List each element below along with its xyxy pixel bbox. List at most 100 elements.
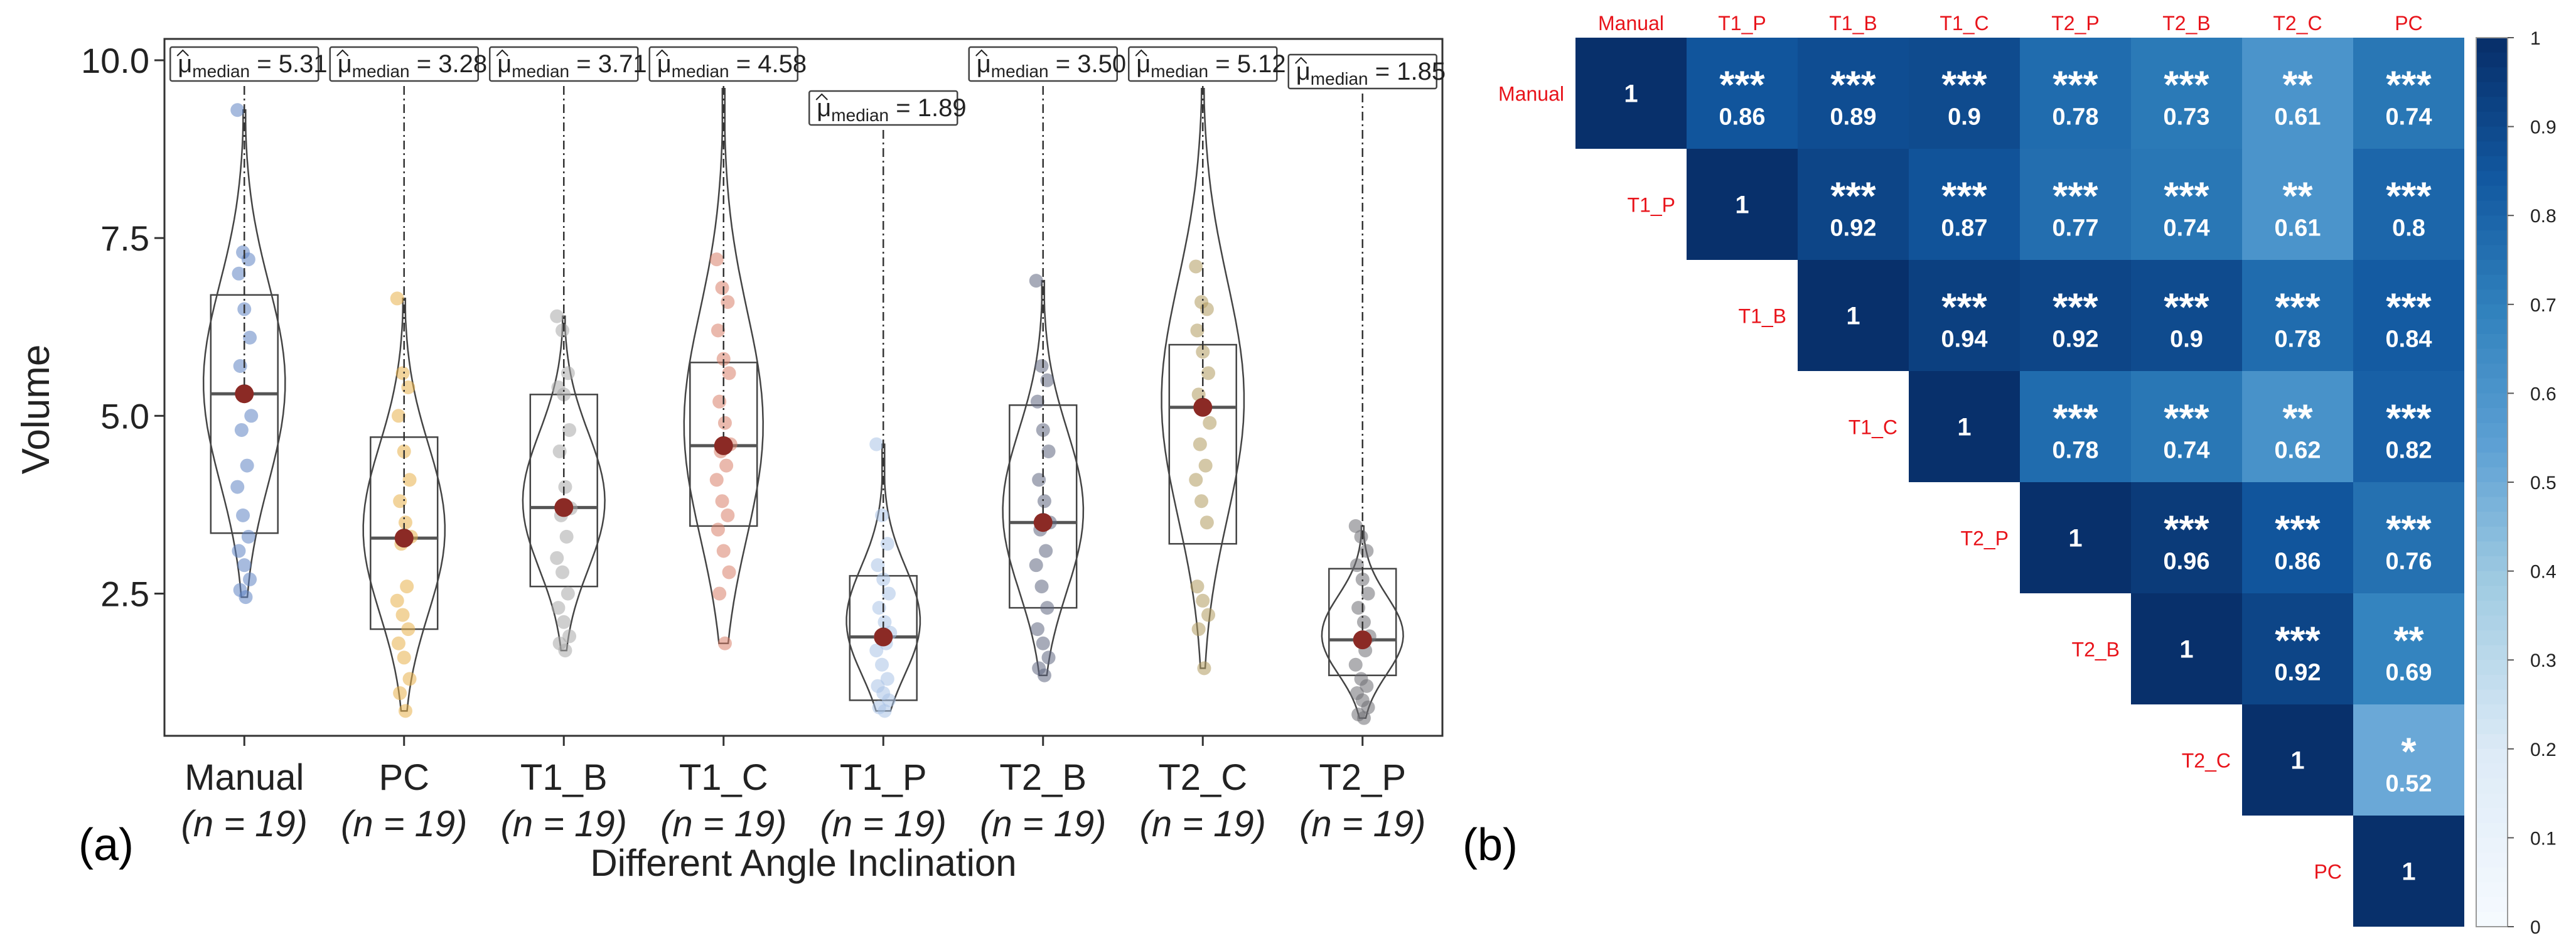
median-label: μmedian = 5.12 xyxy=(1136,50,1285,81)
data-point xyxy=(1041,444,1056,458)
median-label: μmedian = 3.71 xyxy=(497,50,647,81)
median-label: μmedian = 1.85 xyxy=(1296,58,1446,89)
data-point xyxy=(1361,586,1375,601)
data-point xyxy=(1036,636,1050,650)
x-n-label: (n = 19) xyxy=(980,804,1107,844)
colorbar-segment xyxy=(2476,556,2508,572)
violin-group-t1-p: μmedian = 1.89 xyxy=(808,90,967,718)
cell-stars: *** xyxy=(2053,175,2098,218)
cell-value: 0.84 xyxy=(2386,326,2432,353)
colorbar-segment xyxy=(2476,645,2508,661)
colorbar: 00.10.20.30.40.50.60.70.80.91 xyxy=(2476,28,2557,938)
x-tick-label: T2_B xyxy=(999,757,1087,798)
heatmap-cell xyxy=(2131,149,2242,260)
cell-value: 0.8 xyxy=(2392,215,2425,242)
median-marker xyxy=(554,498,574,517)
cell-stars: *** xyxy=(1719,64,1765,107)
cell-value: 1 xyxy=(2179,636,2193,664)
heatmap-cell xyxy=(1687,149,1798,260)
colorbar-segment xyxy=(2476,600,2508,617)
cell-stars: *** xyxy=(2164,397,2209,441)
data-point xyxy=(1201,366,1216,380)
x-axis-label: Different Angle Inclination xyxy=(590,842,1016,884)
column-label: T1_P xyxy=(1718,12,1766,35)
y-tick-label: 5.0 xyxy=(100,396,149,436)
colorbar-segment xyxy=(2476,260,2508,276)
y-tick-label: 7.5 xyxy=(100,218,149,258)
colorbar-segment xyxy=(2476,230,2508,246)
x-n-label: (n = 19) xyxy=(341,804,468,844)
colorbar-segment xyxy=(2476,630,2508,646)
data-point xyxy=(562,423,577,437)
heatmap-cell xyxy=(2131,482,2242,593)
column-label: T1_C xyxy=(1940,12,1988,35)
data-point xyxy=(1197,661,1211,676)
cell-value: 0.74 xyxy=(2386,104,2432,131)
colorbar-segment xyxy=(2476,156,2508,172)
colorbar-segment xyxy=(2476,763,2508,779)
row-label: PC xyxy=(2314,861,2342,883)
x-tick-label: T1_P xyxy=(840,757,927,798)
x-n-label: (n = 19) xyxy=(501,804,628,844)
median-label-box xyxy=(648,46,798,82)
median-label: μmedian = 1.89 xyxy=(817,94,966,125)
data-point xyxy=(880,537,894,551)
colorbar-segment xyxy=(2476,748,2508,765)
hat-mark xyxy=(815,93,828,100)
violin-group-pc: μmedian = 3.28 xyxy=(329,46,487,718)
colorbar-segment xyxy=(2476,186,2508,202)
data-point xyxy=(237,558,252,573)
data-point xyxy=(558,480,572,494)
cell-stars: *** xyxy=(2164,286,2209,330)
x-tick-label: T1_C xyxy=(679,757,768,798)
cell-stars: *** xyxy=(2386,175,2432,218)
median-marker xyxy=(235,384,254,404)
cell-stars: ** xyxy=(2282,175,2313,218)
cell-stars: *** xyxy=(2164,509,2209,552)
heatmap-cell xyxy=(1687,38,1798,149)
heatmap-cell xyxy=(2353,260,2464,371)
data-point xyxy=(882,693,896,708)
cell-stars: *** xyxy=(2275,509,2321,552)
colorbar-tick-label: 0.3 xyxy=(2530,650,2557,671)
median-label-box xyxy=(1128,46,1278,82)
colorbar-segment xyxy=(2476,526,2508,542)
cell-value: 0.78 xyxy=(2053,104,2099,131)
x-n-label: (n = 19) xyxy=(1140,804,1267,844)
cell-stars: *** xyxy=(2053,286,2098,330)
data-point xyxy=(1034,359,1049,374)
data-point xyxy=(236,508,250,522)
data-point xyxy=(1348,657,1363,672)
data-point xyxy=(395,608,410,622)
data-point xyxy=(390,593,404,608)
colorbar-segment xyxy=(2476,364,2508,379)
data-point xyxy=(1198,458,1213,473)
heatmap-cell xyxy=(2131,260,2242,371)
colorbar-tick-label: 0.9 xyxy=(2530,117,2557,138)
data-point xyxy=(551,601,566,615)
data-point xyxy=(880,672,894,686)
data-point xyxy=(401,622,416,637)
colorbar-tick-label: 0.5 xyxy=(2530,473,2557,493)
data-point xyxy=(1029,558,1043,573)
colorbar-segment xyxy=(2476,378,2508,394)
data-point xyxy=(721,508,735,522)
data-point xyxy=(395,366,410,380)
heatmap-cell xyxy=(1909,149,2020,260)
data-point xyxy=(400,579,414,594)
data-point xyxy=(550,551,564,565)
colorbar-segment xyxy=(2476,838,2508,853)
data-point xyxy=(1037,668,1051,682)
data-point xyxy=(1029,274,1043,288)
x-tick-label: T1_B xyxy=(520,757,608,798)
cell-value: 0.87 xyxy=(1941,215,1988,242)
cell-value: 0.78 xyxy=(2053,438,2099,464)
data-point xyxy=(715,494,729,509)
heatmap-cell xyxy=(2353,816,2464,927)
data-point xyxy=(561,586,575,601)
column-label: PC xyxy=(2395,12,2422,35)
colorbar-segment xyxy=(2476,82,2508,98)
y-axis-label: Volume xyxy=(14,345,58,475)
column-label: T2_P xyxy=(2051,12,2099,35)
